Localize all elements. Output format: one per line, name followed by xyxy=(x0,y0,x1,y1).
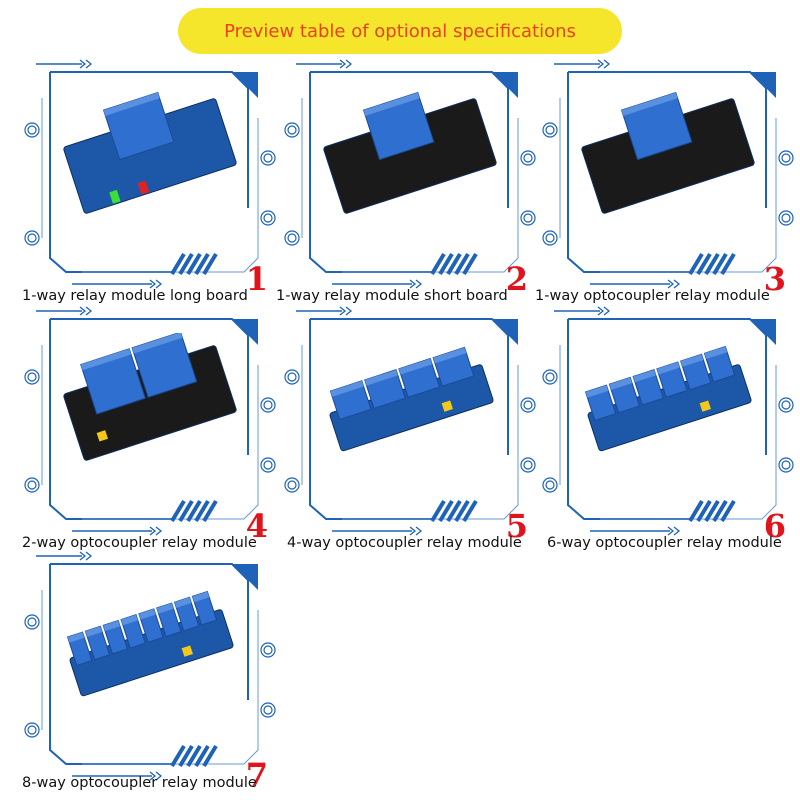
item-label: 1-way relay module long board xyxy=(22,288,248,304)
product-image xyxy=(329,346,494,452)
item-number: 3 xyxy=(763,260,786,298)
circuit-board xyxy=(323,91,497,214)
item-number: 2 xyxy=(505,260,528,298)
decorative-frame xyxy=(542,59,794,289)
product-image xyxy=(66,590,234,697)
item-label: 8-way optocoupler relay module xyxy=(22,775,257,791)
product-image: 1 Relay Module xyxy=(581,91,758,214)
product-image xyxy=(63,333,237,461)
spec-card-7: 7 xyxy=(22,550,278,794)
item-label: 6-way optocoupler relay module xyxy=(547,535,782,551)
decorative-frame xyxy=(284,59,536,289)
item-label: 1-way optocoupler relay module xyxy=(535,288,770,304)
spec-card-3: 1 Relay Module 3 xyxy=(540,58,796,298)
circuit-board xyxy=(66,590,234,697)
decorative-frame xyxy=(542,306,794,536)
circuit-board xyxy=(63,333,237,461)
item-number: 7 xyxy=(245,756,268,794)
decorative-frame xyxy=(24,551,276,781)
spec-card-4: 4 xyxy=(22,305,278,545)
spec-card-5: 5 xyxy=(282,305,538,545)
product-image xyxy=(63,91,237,214)
title-banner: Preview table of optional specifications xyxy=(178,8,622,54)
circuit-board xyxy=(581,91,755,214)
item-number: 6 xyxy=(763,507,786,545)
item-label: 2-way optocoupler relay module xyxy=(22,535,257,551)
item-label: 4-way optocoupler relay module xyxy=(287,535,522,551)
circuit-board xyxy=(584,345,752,452)
item-number: 4 xyxy=(245,507,268,545)
circuit-board xyxy=(329,346,494,452)
spec-card-2: 2 xyxy=(282,58,538,298)
spec-card-6: 6 xyxy=(540,305,796,545)
banner-title: Preview table of optional specifications xyxy=(224,20,576,42)
decorative-frame xyxy=(284,306,536,536)
decorative-frame xyxy=(24,306,276,536)
spec-card-1: 1 xyxy=(22,58,278,298)
product-image xyxy=(584,345,752,452)
item-number: 5 xyxy=(505,507,528,545)
product-image xyxy=(323,91,497,214)
decorative-frame xyxy=(24,59,276,289)
item-label: 1-way relay module short board xyxy=(276,288,508,304)
circuit-board xyxy=(63,91,237,214)
item-number: 1 xyxy=(245,260,268,298)
